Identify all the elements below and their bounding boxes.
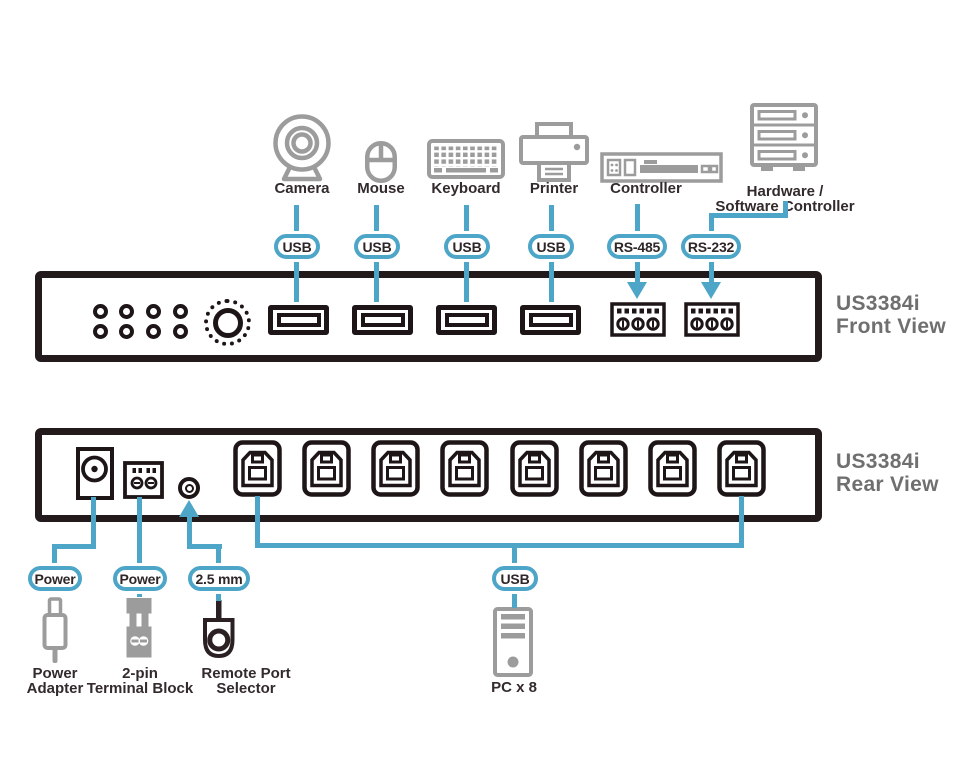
usb-b-port-6 <box>579 440 628 497</box>
terminal-block-label-line2: Terminal Block <box>86 680 194 697</box>
power-pill-adapter: Power <box>28 566 82 591</box>
rs232-terminal-port <box>684 302 740 337</box>
controller-label: Controller <box>610 180 682 197</box>
usb-b-port-8 <box>717 440 766 497</box>
jack-25mm-pill: 2.5 mm <box>188 566 250 591</box>
controller-line <box>634 204 640 236</box>
printer-line <box>548 205 554 236</box>
usb1-panel-line <box>294 257 299 302</box>
pc-tower-icon <box>493 607 533 677</box>
front-led <box>172 323 188 339</box>
front-panel-view: Front View <box>836 315 946 338</box>
mouse-line <box>374 205 379 236</box>
camera-icon <box>273 114 331 182</box>
usb-bus-h <box>255 543 744 548</box>
power-pill-terminal: Power <box>113 566 167 591</box>
remote-port-selector-label-line2: Selector <box>216 680 276 697</box>
usb-a-port-2 <box>352 305 413 335</box>
server-icon <box>750 103 818 171</box>
power-adapter-label-line2: Adapter <box>26 680 84 697</box>
usb-pill-printer: USB <box>528 234 574 259</box>
front-led <box>118 303 134 319</box>
terminal-block-port <box>123 461 164 499</box>
rear-panel-model: US3384i <box>836 450 920 473</box>
power-line-v2 <box>52 544 57 567</box>
power-line-v1 <box>91 497 96 547</box>
terminal-block-label-line1: 2-pin <box>122 665 158 682</box>
camera-line <box>294 205 299 236</box>
rs485-panel-line <box>634 257 640 284</box>
power-line-h <box>52 544 96 549</box>
terminal-block-label: 2-pin Terminal Block <box>75 666 205 696</box>
usb-b-port-2 <box>302 440 351 497</box>
remote-port-selector-jack <box>178 477 200 499</box>
usb-bus-right <box>739 496 744 546</box>
front-panel <box>35 271 822 362</box>
power-adapter-icon <box>42 597 68 663</box>
power-jack-port <box>76 447 114 500</box>
usb-pill-mouse: USB <box>354 234 400 259</box>
remote-port-selector-icon <box>203 600 235 659</box>
front-led <box>118 323 134 339</box>
front-led <box>172 303 188 319</box>
usb-a-port-4 <box>520 305 581 335</box>
rs232-panel-line <box>708 257 714 284</box>
front-led <box>92 323 108 339</box>
usb3-panel-line <box>463 257 469 302</box>
pc-label: PC x 8 <box>491 679 537 696</box>
usb-b-port-7 <box>648 440 697 497</box>
power-adapter-label-line1: Power <box>32 665 78 682</box>
controller-icon <box>600 152 723 183</box>
front-led <box>92 303 108 319</box>
rear-panel-view: Rear View <box>836 473 939 496</box>
terminal-block-plug-icon <box>126 598 152 658</box>
usb-b-port-3 <box>371 440 420 497</box>
jack-line-h <box>186 544 222 549</box>
printer-label: Printer <box>529 180 579 197</box>
mouse-icon <box>365 141 397 183</box>
camera-label: Camera <box>274 180 330 197</box>
keyboard-line <box>463 205 469 236</box>
usb-pill-keyboard: USB <box>444 234 490 259</box>
usb-b-port-5 <box>510 440 559 497</box>
power-adapter-label: Power Adapter <box>5 666 105 696</box>
usb-b-port-4 <box>440 440 489 497</box>
rs485-pill: RS-485 <box>607 234 667 259</box>
usb-a-port-1 <box>268 305 329 335</box>
front-led <box>145 303 161 319</box>
usb-pill-camera: USB <box>274 234 320 259</box>
front-led <box>145 323 161 339</box>
front-panel-model: US3384i <box>836 292 920 315</box>
server-line-h <box>708 213 788 218</box>
hw-sw-controller-label-line1: Hardware / <box>746 183 824 200</box>
usb-b-port-1 <box>233 440 282 497</box>
usb2-panel-line <box>374 257 379 302</box>
rs485-arrow <box>627 282 647 299</box>
rs232-pill: RS-232 <box>681 234 741 259</box>
printer-icon <box>519 122 589 182</box>
rs232-arrow <box>701 282 721 299</box>
keyboard-icon <box>427 139 505 179</box>
port-selection-knob <box>204 299 251 346</box>
usb-bus-left <box>255 496 260 546</box>
rs485-terminal-port <box>610 302 666 337</box>
usb4-panel-line <box>548 257 554 302</box>
terminal-line <box>137 497 142 597</box>
keyboard-label: Keyboard <box>431 180 501 197</box>
remote-port-selector-label-line1: Remote Port <box>201 665 291 682</box>
server-line-v2 <box>708 213 714 236</box>
usb-a-port-3 <box>436 305 497 335</box>
mouse-label: Mouse <box>357 180 405 197</box>
server-line-v1 <box>782 201 788 218</box>
usb-pill-pc: USB <box>492 566 538 591</box>
jack-line-v1 <box>186 515 192 547</box>
remote-port-selector-label: Remote Port Selector <box>186 666 306 696</box>
jack-arrow <box>179 500 199 517</box>
